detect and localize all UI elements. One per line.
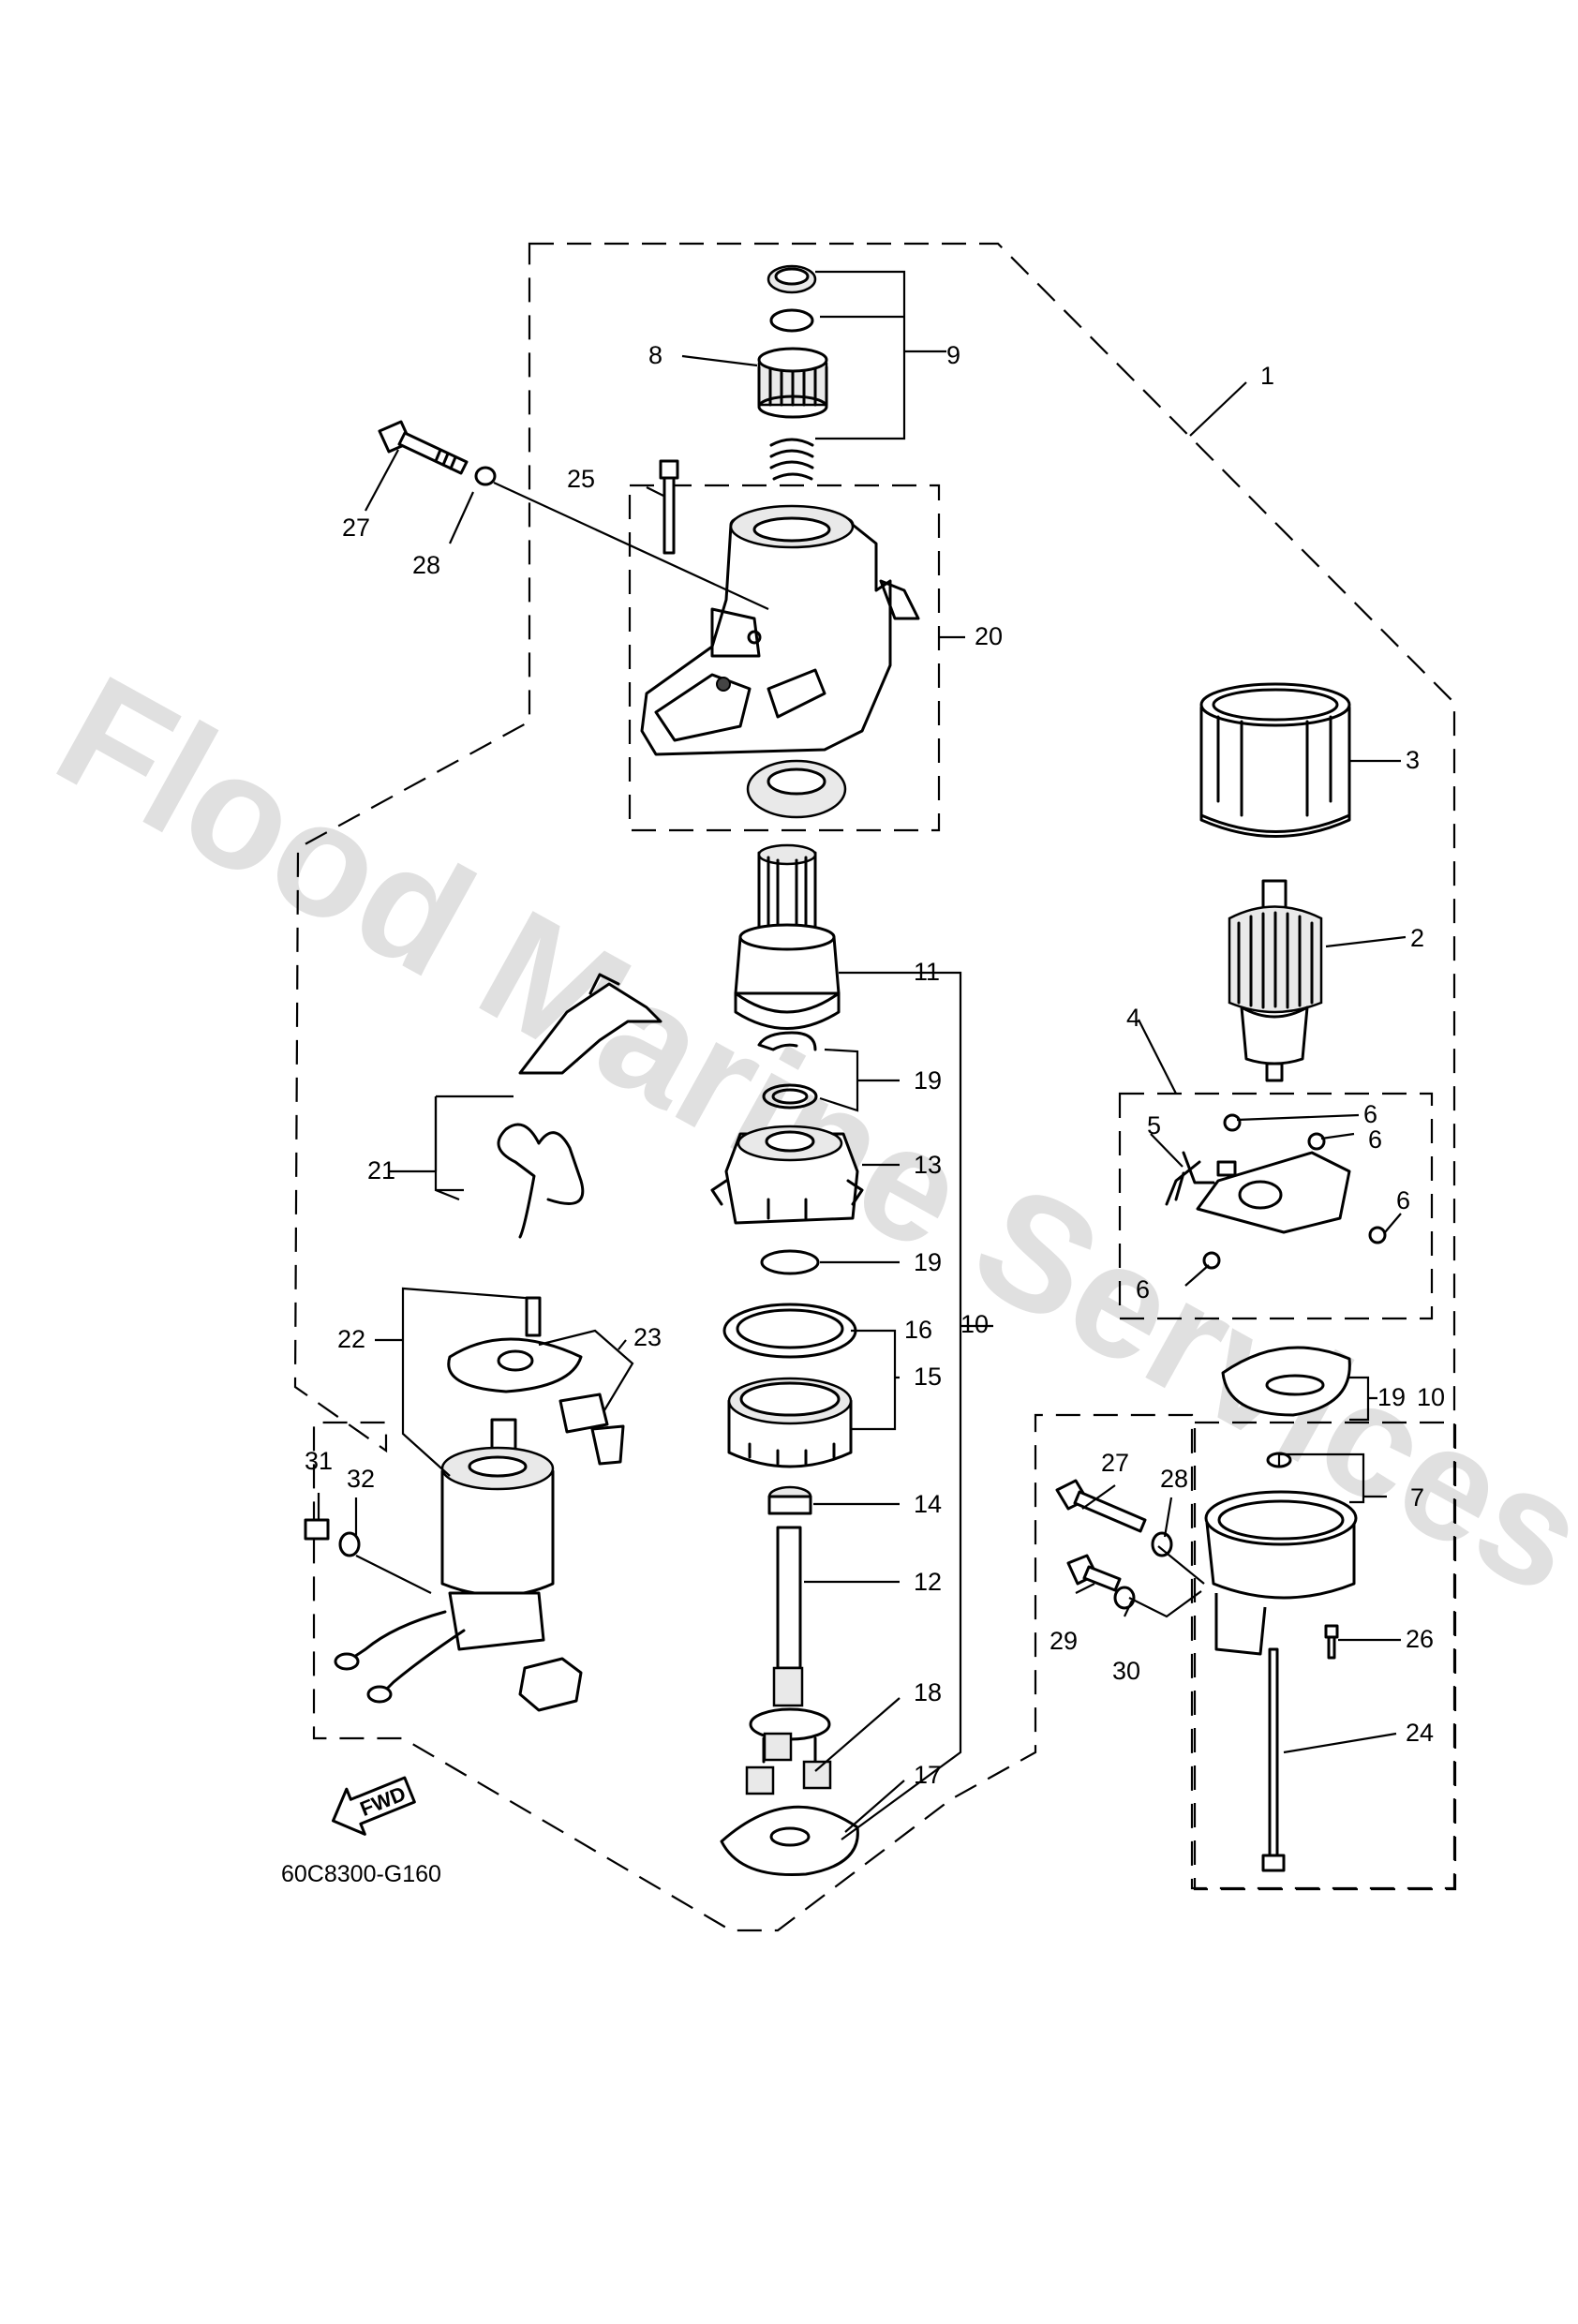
callout-4: 4 bbox=[1126, 1004, 1140, 1032]
part-7-rear-cover bbox=[1204, 1452, 1358, 1656]
callout-labels: 1 2 3 4 5 6 6 6 6 7 8 9 10 19 10 11 12 1… bbox=[305, 341, 1445, 1789]
part-13-bracket bbox=[710, 1125, 864, 1225]
leader-lines bbox=[317, 270, 1407, 1840]
brush-holder-group-outline bbox=[1118, 1092, 1434, 1320]
part-12-shaft bbox=[749, 1526, 831, 1764]
callout-19-10-suffix: 10 bbox=[1417, 1383, 1445, 1411]
callout-17: 17 bbox=[914, 1761, 942, 1789]
part-14-bushing bbox=[767, 1485, 812, 1515]
callout-25: 25 bbox=[567, 465, 595, 493]
callout-28-b: 28 bbox=[1160, 1465, 1188, 1493]
part-30-washer bbox=[1113, 1586, 1136, 1610]
callout-32: 32 bbox=[347, 1465, 375, 1493]
part-22-solenoid bbox=[334, 1296, 583, 1704]
callout-19-b: 19 bbox=[914, 1248, 942, 1276]
callout-15: 15 bbox=[914, 1363, 942, 1391]
part-4-brush-holder bbox=[1165, 1151, 1351, 1234]
part-bearing bbox=[746, 759, 847, 819]
fwd-arrow-icon: FWD bbox=[331, 1776, 416, 1836]
callout-6-b: 6 bbox=[1368, 1125, 1382, 1154]
callout-23: 23 bbox=[633, 1323, 662, 1351]
part-20-front-housing bbox=[640, 504, 920, 756]
part-8-pinion-gear bbox=[757, 347, 828, 419]
callout-19-a: 19 bbox=[914, 1066, 942, 1095]
part-18-planet-gears bbox=[745, 1732, 832, 1795]
callout-26: 26 bbox=[1406, 1625, 1434, 1653]
part-15-internal-gear bbox=[727, 1377, 853, 1468]
rear-cover-group-outline bbox=[1193, 1421, 1457, 1891]
callout-16: 16 bbox=[904, 1316, 932, 1344]
housing-group-outline bbox=[628, 484, 941, 832]
callout-2: 2 bbox=[1410, 924, 1424, 952]
part-29-bolt bbox=[1066, 1554, 1122, 1592]
diagram-code: 60C8300-G160 bbox=[281, 1861, 441, 1887]
part-2-armature bbox=[1228, 879, 1323, 1082]
callout-20: 20 bbox=[975, 622, 1003, 650]
callout-29: 29 bbox=[1050, 1627, 1078, 1655]
callout-31: 31 bbox=[305, 1447, 333, 1475]
callout-11: 11 bbox=[914, 958, 940, 986]
part-21-shift-lever bbox=[497, 973, 662, 1239]
callout-13: 13 bbox=[914, 1151, 942, 1179]
callout-19-10: 19 bbox=[1377, 1383, 1406, 1411]
part-19-clip-washer bbox=[757, 1031, 818, 1110]
part-9-ring-set bbox=[767, 264, 817, 481]
part-25-bolt bbox=[659, 459, 679, 555]
callout-5: 5 bbox=[1147, 1111, 1161, 1140]
part-23-bushing bbox=[558, 1393, 625, 1466]
callout-24: 24 bbox=[1406, 1719, 1434, 1747]
part-27-bolt-right bbox=[1055, 1479, 1147, 1533]
part-16-ring bbox=[722, 1303, 857, 1359]
callout-6-c: 6 bbox=[1396, 1186, 1410, 1214]
part-3-yoke bbox=[1199, 682, 1351, 838]
part-dust-cap bbox=[518, 1657, 583, 1712]
part-28-washer-right bbox=[1151, 1531, 1173, 1557]
callout-6-a: 6 bbox=[1363, 1100, 1377, 1128]
callout-3: 3 bbox=[1406, 746, 1420, 774]
callout-7: 7 bbox=[1410, 1483, 1424, 1512]
part-5-brush-lead bbox=[1182, 1151, 1215, 1184]
callout-1: 1 bbox=[1260, 362, 1274, 390]
part-19-plate-rear bbox=[1221, 1346, 1351, 1417]
callout-12: 12 bbox=[914, 1568, 942, 1596]
callout-6-d: 6 bbox=[1136, 1275, 1150, 1304]
callout-28-a: 28 bbox=[412, 551, 440, 579]
callout-9: 9 bbox=[946, 341, 960, 369]
callout-18: 18 bbox=[914, 1678, 942, 1706]
part-28-washer-left bbox=[474, 466, 497, 486]
callout-30: 30 bbox=[1112, 1657, 1140, 1685]
part-6-brush-springs bbox=[1202, 1113, 1387, 1270]
part-27-bolt-left bbox=[378, 420, 469, 475]
callout-27-a: 27 bbox=[342, 514, 370, 542]
callout-14: 14 bbox=[914, 1490, 942, 1518]
part-32-washer bbox=[338, 1531, 361, 1557]
part-11-drive-assembly bbox=[734, 843, 841, 1030]
callout-27-b: 27 bbox=[1101, 1449, 1129, 1477]
part-17-plate bbox=[720, 1805, 859, 1877]
callout-21: 21 bbox=[367, 1156, 395, 1184]
part-26-screw bbox=[1324, 1624, 1339, 1660]
assembly-1-outline bbox=[293, 242, 1456, 1932]
callout-10: 10 bbox=[960, 1310, 989, 1338]
callout-22: 22 bbox=[337, 1325, 365, 1353]
part-19-washer bbox=[760, 1249, 820, 1275]
callout-8: 8 bbox=[648, 341, 662, 369]
part-31-nut bbox=[304, 1518, 330, 1541]
part-24-through-bolt bbox=[1261, 1647, 1286, 1872]
